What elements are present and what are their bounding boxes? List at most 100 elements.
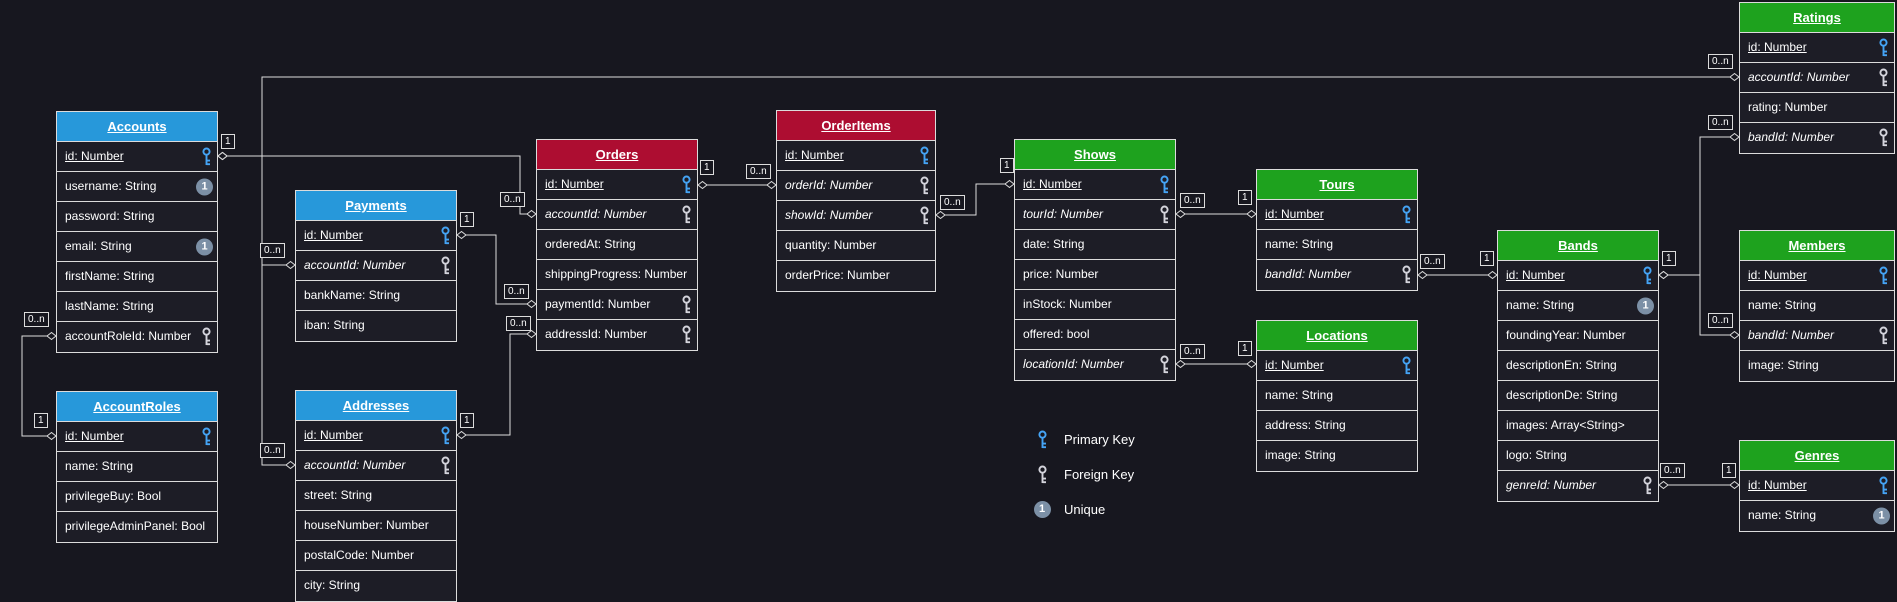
cardinality-label: 0..n <box>1420 254 1445 269</box>
field-row: accountRoleId: Number <box>57 322 217 352</box>
cardinality-label: 1 <box>1238 190 1252 205</box>
legend-label: Primary Key <box>1064 432 1135 447</box>
field-label: accountId: Number <box>304 458 406 472</box>
field-row: showId: Number <box>777 201 935 231</box>
entity-title[interactable]: Members <box>1740 231 1894 261</box>
field-row: logo: String <box>1498 441 1658 471</box>
primary-key-icon <box>200 147 213 167</box>
field-row: quantity: Number <box>777 231 935 261</box>
field-label: accountRoleId: Number <box>65 329 192 343</box>
entity-title[interactable]: Orders <box>537 140 697 170</box>
field-label: logo: String <box>1506 448 1567 462</box>
entity-title[interactable]: Bands <box>1498 231 1658 261</box>
foreign-key-icon <box>1400 265 1413 285</box>
cardinality-label: 0..n <box>260 243 285 258</box>
field-label: quantity: Number <box>785 238 877 252</box>
field-row: name: String <box>1257 230 1417 260</box>
field-row: firstName: String <box>57 262 217 292</box>
cardinality-label: 0..n <box>506 316 531 331</box>
cardinality-label: 1 <box>460 212 474 227</box>
foreign-key-icon <box>680 325 693 345</box>
field-row: images: Array<String> <box>1498 411 1658 441</box>
field-label: genreId: Number <box>1506 478 1597 492</box>
foreign-key-icon <box>1032 465 1052 485</box>
field-row: lastName: String <box>57 292 217 322</box>
field-row: foundingYear: Number <box>1498 321 1658 351</box>
primary-key-icon <box>1877 476 1890 496</box>
field-row: accountId: Number <box>296 451 456 481</box>
field-label: showId: Number <box>785 208 873 222</box>
field-label: username: String <box>65 179 157 193</box>
relationship-payments-orders <box>456 230 537 309</box>
field-label: bankName: String <box>304 288 401 302</box>
relationship-accounts-orders <box>217 151 537 219</box>
cardinality-label: 0..n <box>1708 115 1733 130</box>
entity-title[interactable]: Payments <box>296 191 456 221</box>
field-row: bankName: String <box>296 281 456 311</box>
field-row: id: Number <box>1257 200 1417 230</box>
entity-title[interactable]: Genres <box>1740 441 1894 471</box>
entity-title[interactable]: Tours <box>1257 170 1417 200</box>
field-label: privilegeBuy: Bool <box>65 489 162 503</box>
field-row: orderedAt: String <box>537 230 697 260</box>
field-label: street: String <box>304 488 373 502</box>
field-row: locationId: Number <box>1015 350 1175 380</box>
field-row: accountId: Number <box>1740 63 1894 93</box>
field-row: address: String <box>1257 411 1417 441</box>
foreign-key-icon <box>1877 326 1890 346</box>
unique-icon: 1 <box>1873 507 1890 525</box>
entity-title[interactable]: Ratings <box>1740 3 1894 33</box>
field-label: accountId: Number <box>1748 70 1850 84</box>
relationship-addresses-orders <box>456 329 537 440</box>
entity-title[interactable]: Addresses <box>296 391 456 421</box>
field-label: descriptionEn: String <box>1506 358 1617 372</box>
field-row: houseNumber: Number <box>296 511 456 541</box>
cardinality-label: 1 <box>460 413 474 428</box>
cardinality-label: 1 <box>1662 251 1676 266</box>
field-label: image: String <box>1265 448 1336 462</box>
field-label: houseNumber: Number <box>304 518 429 532</box>
field-row: city: String <box>296 571 456 601</box>
entity-title[interactable]: OrderItems <box>777 111 935 141</box>
field-row: id: Number <box>1740 33 1894 63</box>
field-label: id: Number <box>65 149 124 163</box>
field-row: id: Number <box>57 142 217 172</box>
foreign-key-icon <box>680 205 693 225</box>
foreign-key-icon <box>439 456 452 476</box>
field-row: accountId: Number <box>296 251 456 281</box>
field-label: accountId: Number <box>304 258 406 272</box>
cardinality-label: 0..n <box>1708 54 1733 69</box>
field-row: descriptionDe: String <box>1498 381 1658 411</box>
cardinality-label: 0..n <box>1180 344 1205 359</box>
field-label: id: Number <box>1748 40 1807 54</box>
primary-key-icon <box>1877 38 1890 58</box>
entity-title[interactable]: Shows <box>1015 140 1175 170</box>
field-row: name: String <box>57 452 217 482</box>
cardinality-label: 1 <box>1000 158 1014 173</box>
field-label: name: String <box>1506 298 1575 312</box>
entity-title[interactable]: Accounts <box>57 112 217 142</box>
entity-title[interactable]: Locations <box>1257 321 1417 351</box>
cardinality-label: 1 <box>700 160 714 175</box>
field-row: id: Number <box>296 221 456 251</box>
field-row: id: Number <box>1257 351 1417 381</box>
entity-title[interactable]: AccountRoles <box>57 392 217 422</box>
foreign-key-icon <box>200 327 213 347</box>
field-row: id: Number <box>777 141 935 171</box>
